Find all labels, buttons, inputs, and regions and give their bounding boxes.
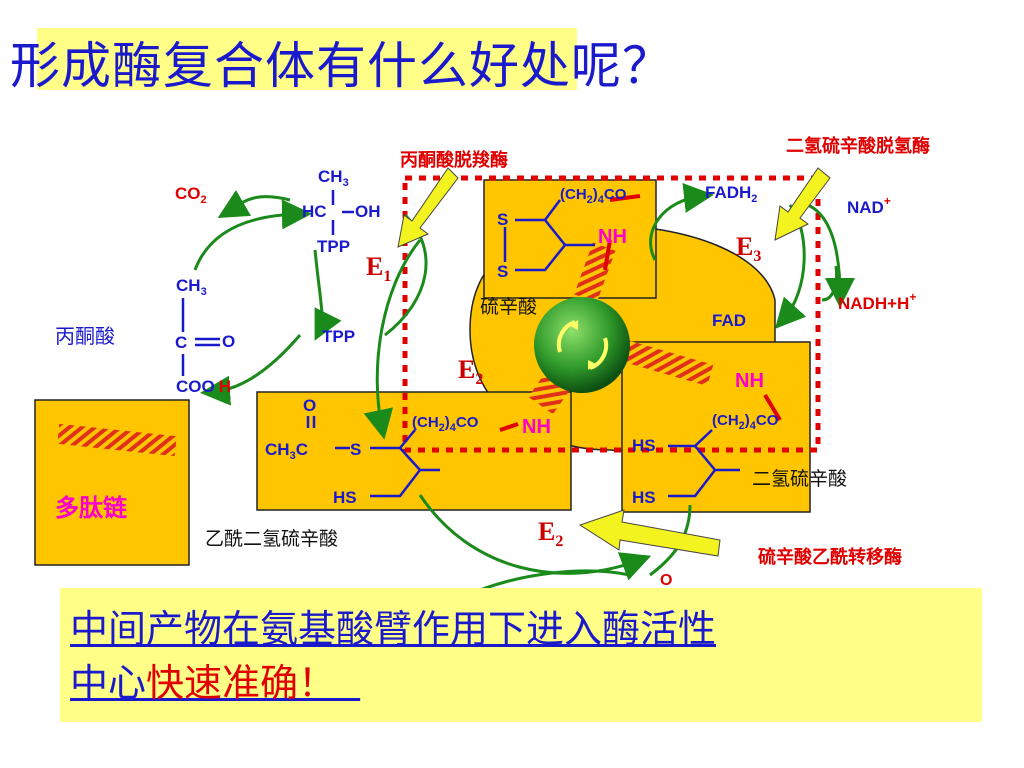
acetyl-nh: NH	[522, 416, 551, 438]
page-title: 形成酶复合体有什么好处呢？	[10, 26, 673, 98]
lipoic-name: 硫辛酸	[480, 296, 538, 318]
lower-o: O	[660, 572, 673, 589]
pointer-e2	[578, 509, 721, 557]
conclusion-line-1: 中间产物在氨基酸臂作用下进入酶活性	[70, 607, 717, 651]
fadh2-label: FADH2	[705, 183, 758, 205]
rotation-ball	[534, 297, 630, 393]
label-dihydrolipoyl-dehydrogenase: 二氢硫辛酸脱氢酶	[786, 136, 930, 157]
title-part1: 形成酶复合体有什么	[10, 37, 469, 95]
pointer-e1	[397, 167, 459, 248]
lipoic-chain: (CH2)4CO	[560, 186, 627, 206]
title-highlight	[37, 28, 577, 90]
conclusion-box: 中间产物在氨基酸臂作用下进入酶活性 中心快速准确！	[60, 588, 982, 722]
hatch-arm-polypeptide	[57, 423, 177, 457]
conclusion-line-2: 中心快速准确！	[70, 661, 337, 705]
hetpp-oh: OH	[355, 202, 381, 221]
hetpp-ch3: CH3	[318, 167, 349, 189]
pyruvate-c: C	[175, 333, 188, 352]
label-transacetylase: 硫辛酸乙酰转移酶	[758, 547, 902, 568]
lipoic-s-top: S	[497, 210, 509, 229]
polypeptide-label: 多肽链	[55, 494, 127, 522]
enzyme-e2-core: E2	[458, 355, 484, 389]
fad-label: FAD	[712, 311, 746, 330]
co2-label: CO2	[175, 184, 207, 206]
hetpp-tpp: TPP	[317, 237, 351, 256]
title-part2: 好处呢？	[469, 37, 673, 95]
nad-label: NAD+	[847, 194, 891, 217]
acetyl-chain: (CH2)4CO	[412, 414, 479, 434]
nadh-label: NADH+H+	[838, 290, 917, 313]
hetpp-hc: HC	[302, 202, 327, 221]
polypeptide-box	[34, 399, 190, 566]
lipoic-s-bottom: S	[497, 262, 509, 281]
enzyme-e3: E3	[736, 232, 762, 266]
acetyl-hs: HS	[333, 488, 357, 507]
acetyl-o: O	[303, 396, 317, 415]
enzyme-e2-lower: E2	[538, 517, 564, 551]
pyruvate-ch3: CH3	[176, 276, 207, 298]
dihydro-hs-top: HS	[632, 436, 656, 455]
dihydrolipoic-name: 二氢硫辛酸	[752, 468, 848, 490]
lipoic-nh: NH	[598, 226, 627, 248]
acetyl-ch3c: CH3C	[265, 440, 308, 462]
pyruvate-o: O	[222, 332, 236, 351]
pyruvate-name: 丙酮酸	[55, 324, 115, 348]
acetyl-name: 乙酰二氢硫辛酸	[205, 528, 339, 550]
acetyl-s: S	[350, 440, 362, 459]
dihydro-hs-bottom: HS	[632, 488, 656, 507]
dihydro-chain: (CH2)4CO	[712, 412, 779, 432]
enzyme-e1: E1	[366, 252, 392, 286]
label-pyruvate-decarboxylase: 丙酮酸脱羧酶	[400, 150, 508, 171]
free-tpp: TPP	[322, 327, 356, 346]
hatch-arm-right	[620, 340, 714, 386]
dihydro-nh: NH	[735, 370, 764, 392]
pointer-e3	[774, 167, 831, 241]
